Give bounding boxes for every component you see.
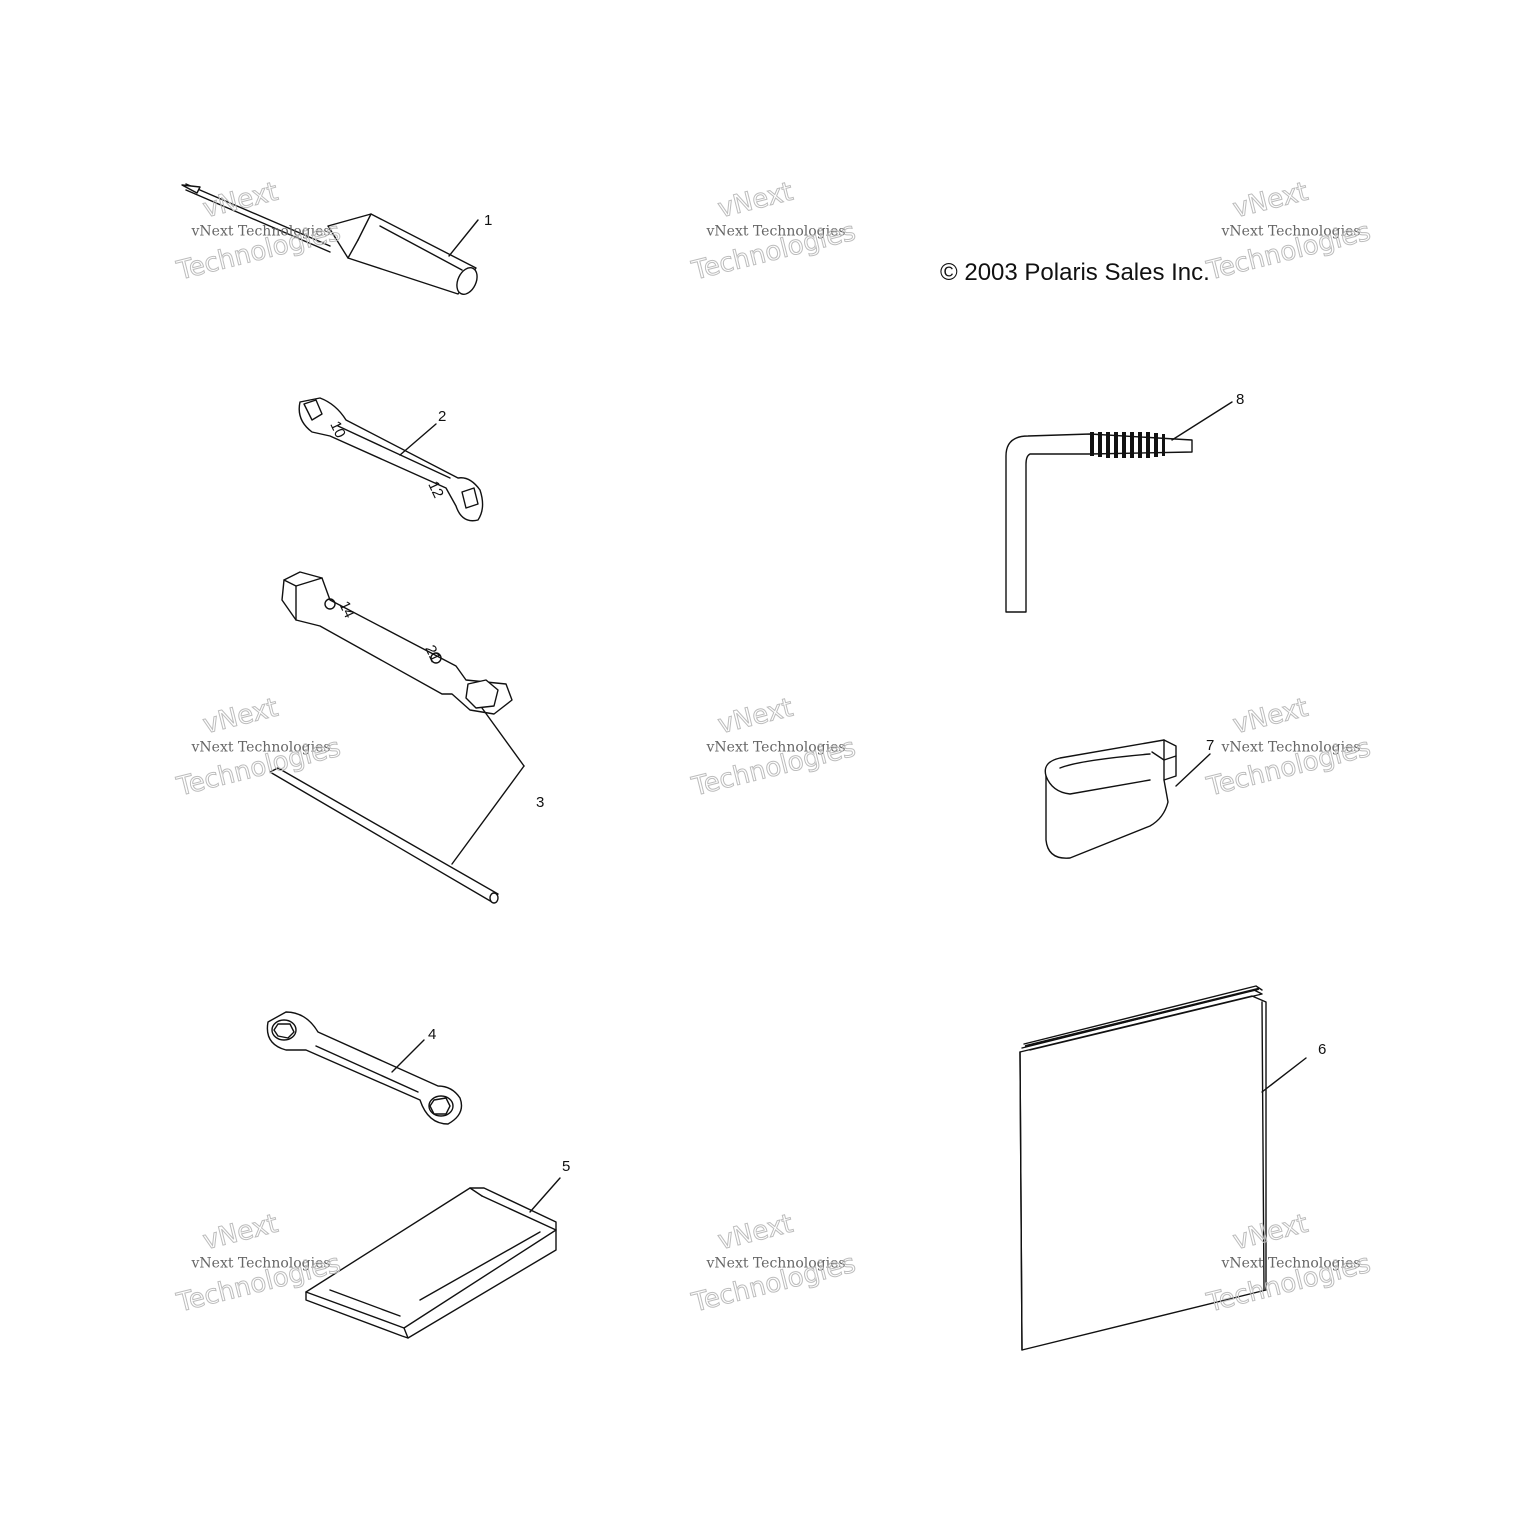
- watermark-top-center: vNext vNext Technologies Technologies: [688, 176, 859, 287]
- watermark-middle-left: vNext vNext Technologies Technologies: [173, 692, 344, 803]
- wrench-marking-10: 10: [326, 419, 348, 441]
- svg-text:vNext Technologies: vNext Technologies: [191, 1255, 331, 1271]
- svg-text:vNext: vNext: [200, 1209, 281, 1256]
- wrench-marking-14: 14: [335, 599, 357, 621]
- callout-6: 6: [1318, 1041, 1326, 1058]
- svg-text:vNext Technologies: vNext Technologies: [706, 739, 846, 755]
- svg-text:vNext Technologies: vNext Technologies: [1221, 1255, 1361, 1271]
- svg-text:vNext Technologies: vNext Technologies: [191, 739, 331, 755]
- svg-text:vNext: vNext: [715, 1209, 796, 1256]
- tool-pouch-part: 5: [305, 1158, 570, 1339]
- allen-key-grip: [1090, 432, 1165, 458]
- callout-1: 1: [484, 212, 492, 229]
- allen-key-part: 8: [1005, 391, 1244, 613]
- watermark-middle-center: vNext vNext Technologies Technologies: [688, 692, 859, 803]
- strap-part: 7: [1044, 737, 1214, 859]
- svg-text:vNext Technologies: vNext Technologies: [191, 223, 331, 239]
- callout-8: 8: [1236, 391, 1244, 408]
- callout-3: 3: [536, 794, 544, 811]
- svg-text:vNext: vNext: [200, 693, 281, 740]
- manual-part: 6: [1019, 985, 1326, 1351]
- svg-text:vNext: vNext: [1230, 177, 1311, 224]
- callout-7: 7: [1206, 737, 1214, 754]
- watermark-bottom-center: vNext vNext Technologies Technologies: [688, 1208, 859, 1319]
- screwdriver-part: 1: [181, 183, 492, 295]
- socket-wrench-part: 14 21: [281, 571, 513, 715]
- svg-text:vNext Technologies: vNext Technologies: [706, 1255, 846, 1271]
- open-end-wrench-part: 10 12 2: [298, 397, 484, 522]
- watermark-top-left: vNext vNext Technologies Technologies: [173, 176, 344, 287]
- svg-text:vNext Technologies: vNext Technologies: [706, 223, 846, 239]
- svg-text:vNext Technologies: vNext Technologies: [1221, 739, 1361, 755]
- callout-5: 5: [562, 1158, 570, 1175]
- wrench-marking-21: 21: [421, 643, 443, 665]
- svg-text:vNext: vNext: [1230, 693, 1311, 740]
- svg-text:vNext: vNext: [200, 177, 281, 224]
- copyright-notice: © 2003 Polaris Sales Inc.: [940, 259, 1210, 286]
- watermark-middle-right: vNext vNext Technologies Technologies: [1203, 692, 1374, 803]
- svg-text:vNext: vNext: [715, 177, 796, 224]
- svg-text:vNext Technologies: vNext Technologies: [1221, 223, 1361, 239]
- tommy-bar-part: 3: [269, 707, 544, 904]
- box-wrench-part: 4: [266, 1011, 463, 1125]
- wrench-marking-12: 12: [424, 479, 446, 501]
- callout-2: 2: [438, 408, 446, 425]
- watermark-top-right: vNext vNext Technologies Technologies: [1203, 176, 1374, 287]
- svg-text:vNext: vNext: [715, 693, 796, 740]
- callout-4: 4: [428, 1026, 436, 1043]
